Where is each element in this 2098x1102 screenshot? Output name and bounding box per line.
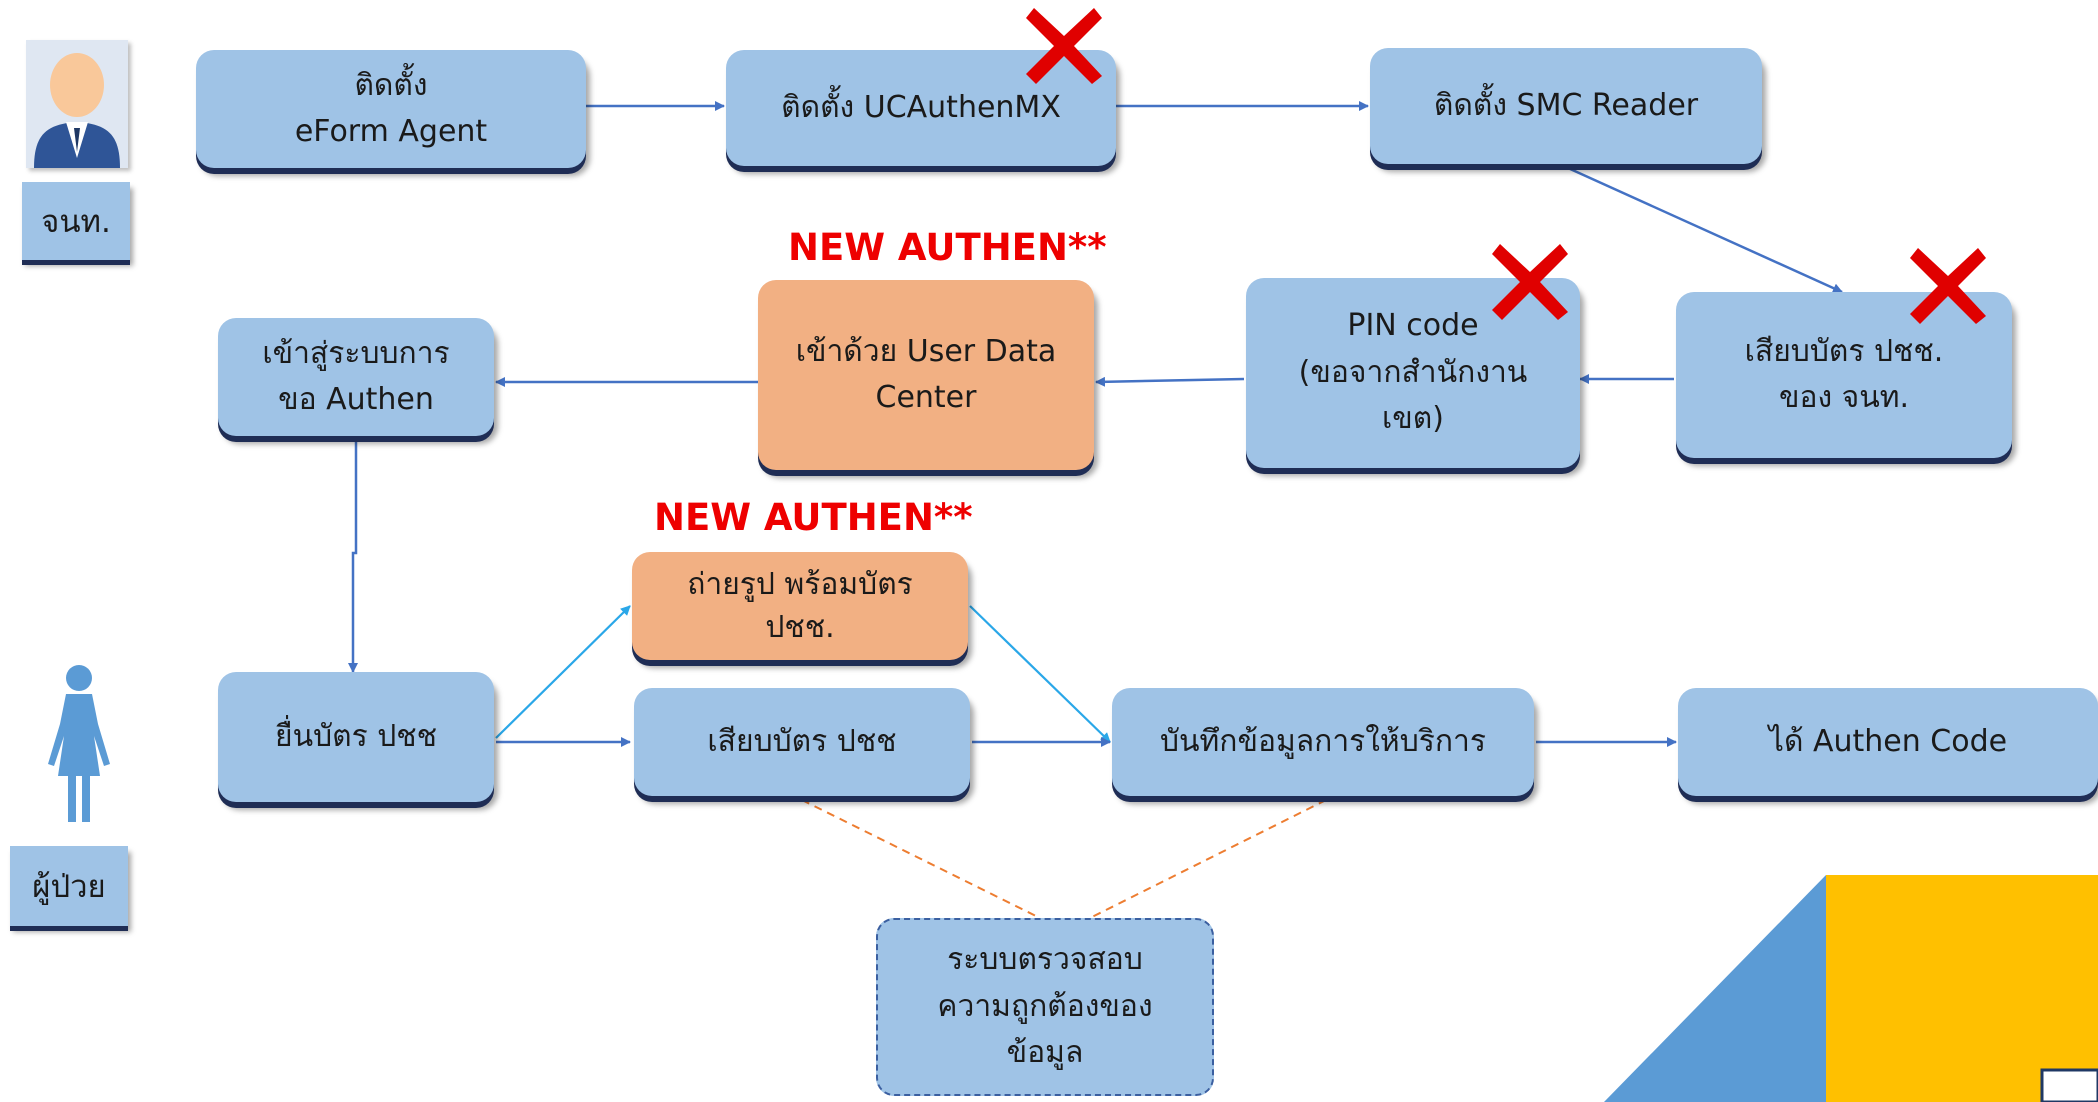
- photo-with-card-line-2: ปชช.: [765, 610, 835, 645]
- dashed-link-insert-card: [801, 799, 1041, 919]
- record-service-line-1: บันทึกข้อมูลการให้บริการ: [1159, 723, 1486, 759]
- staff-role-text: จนท.: [41, 204, 111, 240]
- staff-icon: [26, 40, 128, 168]
- get-authen-code-line-1: ได้ Authen Code: [1768, 723, 2008, 759]
- new-authen-tag-bottom: NEW AUTHEN**: [654, 496, 973, 539]
- submit-card-box: ยื่นบัตร ปชช: [218, 672, 494, 802]
- record-service-box: บันทึกข้อมูลการให้บริการ: [1112, 688, 1534, 796]
- install-ucauthenmx-line-1: ติดตั้ง UCAuthenMX: [781, 89, 1061, 125]
- insert-card-box: เสียบบัตร ปชช: [634, 688, 970, 796]
- arrow-photo-to-record: [969, 605, 1111, 743]
- arrow-submit-to-photo: [495, 605, 631, 739]
- pin-code-line-3: เขต): [1382, 401, 1444, 437]
- arrow-smc-to-insert-staff-card: [1567, 166, 1843, 294]
- photo-with-card-box: ถ่ายรูป พร้อมบัตร ปชช.: [632, 552, 968, 660]
- verification-line-2: ความถูกต้องของ: [937, 988, 1153, 1024]
- user-data-center-line-1: เข้าด้วย User Data: [795, 333, 1057, 369]
- red-x-icon: [1492, 244, 1568, 320]
- install-eform-line-2: eForm Agent: [294, 114, 488, 149]
- red-x-icon: [1910, 248, 1986, 324]
- install-smc-reader-line-1: ติดตั้ง SMC Reader: [1433, 87, 1699, 123]
- dashed-link-record: [1089, 799, 1327, 919]
- photo-with-card-line-1: ถ่ายรูป พร้อมบัตร: [687, 566, 913, 602]
- arrow-enter-system-to-submit-card: [348, 440, 358, 673]
- arrow-pin-to-udc: [1095, 376, 1245, 387]
- install-smc-reader-box: ติดตั้ง SMC Reader: [1370, 48, 1762, 164]
- red-x-icon: [1026, 8, 1102, 84]
- patient-icon: [38, 664, 120, 824]
- staff-role-label: จนท.: [22, 182, 130, 260]
- pin-code-line-1: PIN code: [1347, 308, 1479, 344]
- data-verification-box: ระบบตรวจสอบ ความถูกต้องของ ข้อมูล: [876, 918, 1214, 1096]
- submit-card-line-1: ยื่นบัตร ปชช: [274, 718, 438, 754]
- get-authen-code-box: ได้ Authen Code: [1678, 688, 2098, 796]
- new-authen-tag-top: NEW AUTHEN**: [788, 226, 1107, 269]
- install-eform-line-1: ติดตั้ง: [354, 67, 428, 103]
- user-data-center-line-2: Center: [875, 380, 977, 415]
- user-data-center-box: เข้าด้วย User Data Center: [758, 280, 1094, 470]
- patient-role-label: ผู้ป่วย: [10, 846, 128, 926]
- insert-staff-card-box: เสียบบัตร ปชช. ของ จนท.: [1676, 292, 2012, 458]
- install-ucauthenmx-box: ติดตั้ง UCAuthenMX: [726, 50, 1116, 166]
- insert-staff-card-line-2: ของ จนท.: [1778, 380, 1910, 415]
- verification-line-3: ข้อมูล: [1006, 1035, 1084, 1071]
- install-eform-agent-box: ติดตั้ง eForm Agent: [196, 50, 586, 168]
- pin-code-line-2: (ขอจากสำนักงาน: [1298, 354, 1528, 390]
- enter-authen-line-2: ขอ Authen: [278, 382, 434, 417]
- insert-card-line-1: เสียบบัตร ปชช: [707, 723, 897, 759]
- enter-authen-system-box: เข้าสู่ระบบการ ขอ Authen: [218, 318, 494, 436]
- insert-staff-card-line-1: เสียบบัตร ปชช.: [1744, 333, 1944, 369]
- enter-authen-line-1: เข้าสู่ระบบการ: [262, 335, 450, 371]
- verification-line-1: ระบบตรวจสอบ: [947, 942, 1143, 978]
- pin-code-box: PIN code (ขอจากสำนักงาน เขต): [1246, 278, 1580, 468]
- patient-role-text: ผู้ป่วย: [32, 869, 106, 905]
